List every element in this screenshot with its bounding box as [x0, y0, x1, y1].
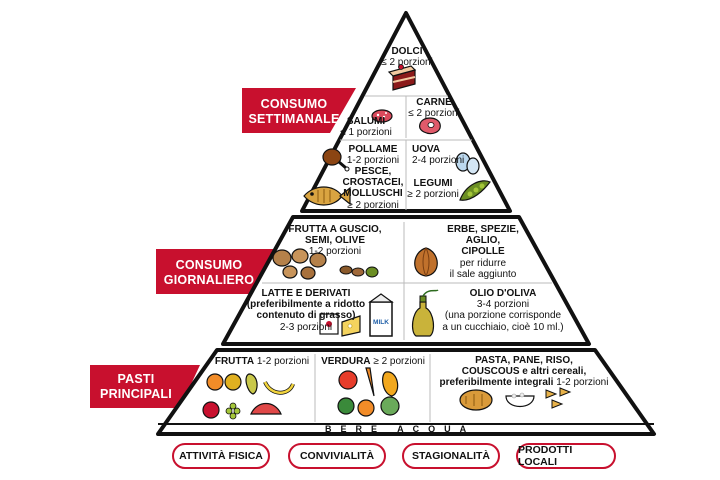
eggs-icon — [455, 152, 480, 175]
banner-daily: CONSUMO GIORNALIERO — [156, 258, 262, 288]
banner-meals-line1: PASTI — [117, 372, 155, 386]
latte-note-2: contenuto di grasso) — [256, 310, 356, 322]
uova-portion: 2-4 porzioni — [412, 155, 465, 167]
dolci-portion: ≤ 2 porzioni — [381, 57, 433, 69]
nuts-icon — [272, 248, 379, 280]
label-uova: UOVA 2-4 porzioni — [412, 144, 476, 166]
latte-portion: 2-3 porzioni — [279, 321, 333, 333]
legumi-portion: ≥ 2 porzioni — [407, 189, 459, 201]
frutta-guscio-name-1: FRUTTA A GUSCIO, — [288, 224, 382, 235]
pill-prodotti-locali: PRODOTTI LOCALI — [516, 443, 616, 469]
erbe-note-1: per ridurre — [459, 257, 507, 269]
olio-note-1: (una porzione corrisponde — [444, 310, 562, 322]
peapod-icon — [459, 180, 491, 201]
pollame-portion: 1-2 porzioni — [346, 155, 400, 167]
label-olio: OLIO D'OLIVA 3-4 porzioni (una porzione … — [438, 288, 568, 333]
erbe-name-3: CIPOLLE — [461, 246, 505, 258]
vegetables-icon — [337, 367, 400, 417]
pill-attivita-fisica: ATTIVITÀ FISICA — [172, 443, 270, 469]
banner-daily-line2: GIORNALIERO — [163, 273, 255, 287]
fish-icon — [303, 186, 351, 206]
label-dolci: DOLCI ≤ 2 porzioni — [372, 46, 442, 68]
carne-name: CARNE — [416, 97, 452, 108]
grains-icon — [459, 387, 572, 411]
water-label: BERE ACQUA — [325, 424, 476, 434]
verdura-name: VERDURA — [321, 356, 371, 367]
olio-portion: 3-4 porzioni — [476, 299, 530, 311]
banner-meals-shape — [90, 365, 200, 408]
banner-daily-shape — [156, 249, 280, 294]
label-latte: LATTE E DERIVATI (preferibilmente a rido… — [236, 288, 376, 333]
verdura-portion: ≥ 2 porzioni — [373, 356, 425, 367]
pill-stagionalita: STAGIONALITÀ — [402, 443, 500, 469]
steak-icon — [419, 117, 441, 135]
pasta-name-3: preferibilmente integrali — [439, 377, 554, 389]
pasta-name-2: COUSCOUS e altri cereali, — [461, 366, 587, 378]
fruit-icon — [202, 373, 295, 420]
cold-cuts-icon — [371, 109, 393, 123]
erbe-name-1: ERBE, SPEZIE, — [447, 224, 519, 235]
salumi-portion: ≤ 1 porzioni — [340, 127, 392, 139]
label-frutta: FRUTTA 1-2 porzioni — [212, 356, 312, 367]
label-carne: CARNE ≤ 2 porzioni — [402, 97, 466, 119]
dairy-icon: MILK — [319, 293, 394, 337]
oil-bottle-icon — [411, 289, 439, 337]
pesce-name-1: PESCE, — [354, 166, 392, 177]
carne-portion: ≤ 2 porzioni — [408, 108, 460, 120]
label-salumi: SALUMI ≤ 1 porzioni — [336, 116, 396, 138]
banner-weekly-shape — [242, 88, 356, 133]
label-pasta: PASTA, PANE, RISO, COUSCOUS e altri cere… — [436, 355, 612, 389]
dolci-name: DOLCI — [391, 46, 423, 57]
pasta-portion: 1-2 porzioni — [556, 377, 609, 389]
chicken-leg-icon — [322, 148, 350, 172]
pollame-name: POLLAME — [348, 144, 398, 155]
label-pollame: POLLAME 1-2 porzioni — [340, 144, 406, 166]
legumi-name: LEGUMI — [413, 178, 453, 189]
frutta-guscio-name-2: SEMI, OLIVE — [304, 235, 365, 247]
cake-icon — [387, 64, 417, 91]
frutta-name: FRUTTA — [214, 356, 255, 367]
tier-meals — [156, 348, 656, 436]
olio-note-2: a un cucchiaio, cioè 10 ml.) — [442, 321, 564, 333]
pesce-name-3: MOLLUSCHI — [343, 188, 403, 200]
label-erbe: ERBE, SPEZIE, AGLIO, CIPOLLE per ridurre… — [438, 224, 528, 280]
tier-daily — [221, 215, 591, 346]
latte-name: LATTE E DERIVATI — [261, 288, 351, 299]
onion-icon — [414, 247, 438, 277]
banner-daily-line1: CONSUMO — [175, 258, 243, 272]
banner-meals-line2: PRINCIPALI — [100, 387, 172, 401]
pesce-portion: ≥ 2 porzioni — [347, 199, 399, 211]
uova-name: UOVA — [412, 144, 441, 155]
milk-carton-label: MILK — [373, 319, 389, 326]
salumi-name: SALUMI — [346, 116, 386, 127]
banner-weekly-line2: SETTIMANALE — [248, 112, 340, 126]
label-frutta-guscio: FRUTTA A GUSCIO, SEMI, OLIVE 1-2 porzion… — [280, 224, 390, 258]
pasta-name-1: PASTA, PANE, RISO, — [475, 355, 573, 366]
banner-weekly: CONSUMO SETTIMANALE — [244, 97, 344, 127]
pesce-name-2: CROSTACEI, — [342, 177, 404, 189]
frutta-portion: 1-2 porzioni — [256, 356, 310, 367]
frutta-guscio-portion: 1-2 porzioni — [308, 246, 362, 258]
label-verdura: VERDURA ≥ 2 porzioni — [318, 356, 428, 367]
pill-convivialita: CONVIVIALITÀ — [288, 443, 386, 469]
olio-name: OLIO D'OLIVA — [469, 288, 537, 299]
banner-weekly-line1: CONSUMO — [260, 97, 328, 111]
erbe-note-2: il sale aggiunto — [449, 268, 517, 280]
label-legumi: LEGUMI ≥ 2 porzioni — [400, 178, 466, 200]
label-pesce: PESCE, CROSTACEI, MOLLUSCHI ≥ 2 porzioni — [340, 166, 406, 211]
erbe-name-2: AGLIO, — [465, 235, 501, 247]
latte-note-1: (preferibilmente a ridotto — [246, 299, 366, 311]
banner-meals: PASTI PRINCIPALI — [94, 372, 178, 402]
